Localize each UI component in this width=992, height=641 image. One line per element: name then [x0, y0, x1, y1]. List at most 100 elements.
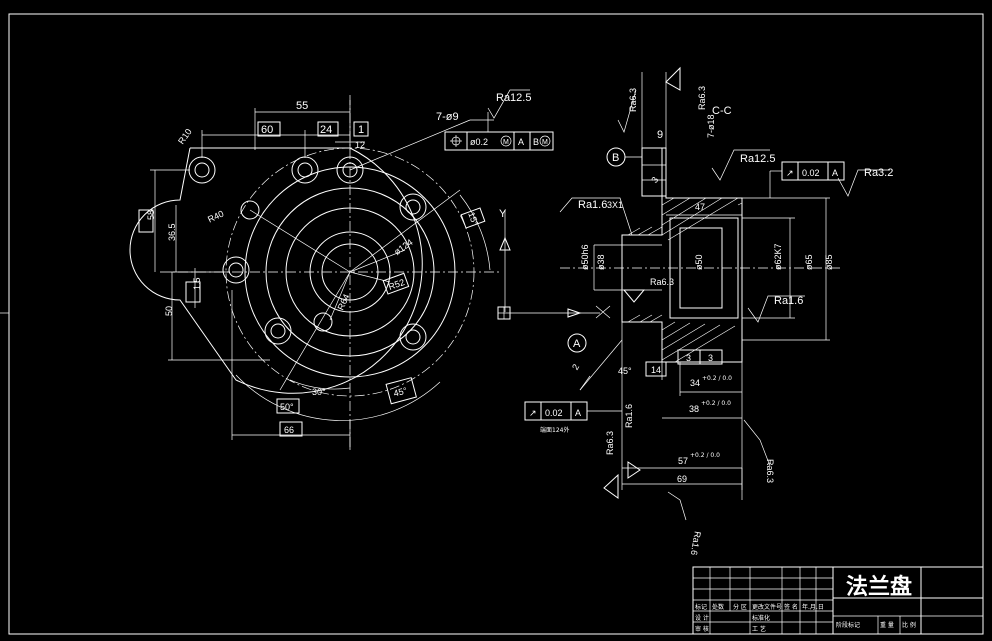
section-fcf-top: ↗ 0.02 A: [769, 161, 845, 198]
dim-phi50: ø50: [694, 254, 704, 270]
dim-chamfer-3x1: 3X1: [607, 200, 623, 210]
svg-text:A: A: [518, 137, 524, 147]
dim-55: 55: [296, 100, 308, 112]
roughness-ra63-bottom-left: Ra6.3: [605, 431, 615, 455]
svg-text:A: A: [575, 408, 581, 418]
svg-text:处数: 处数: [712, 603, 724, 611]
fcf-note: 端面124外: [540, 426, 569, 434]
roughness-ra16-bottom: Ra1.6: [624, 404, 634, 428]
svg-text:重 量: 重 量: [880, 621, 894, 629]
dim-r52: R52: [387, 277, 406, 292]
section-fcf-bottom: ↗ 0.02 A 端面124外: [524, 401, 622, 434]
dim-r10: R10: [176, 127, 194, 146]
roughness-ra63-bore: Ra6.3: [650, 277, 674, 287]
dim-60: 60: [261, 124, 273, 136]
roughness-symbol: [487, 89, 530, 119]
dim-36-5: 36.5: [167, 223, 177, 241]
dim-50: 50: [164, 306, 174, 316]
section-view: Y A B C-C Ra6.3 Ra6.3 Ra12.5 Ra3.2 Ra1.6…: [497, 66, 893, 556]
section-label: C-C: [712, 105, 732, 117]
dim-phi50h6: ø50h6: [580, 244, 590, 270]
svg-text:M: M: [503, 139, 509, 146]
dim-38: 38: [689, 404, 699, 414]
svg-text:设 计: 设 计: [695, 614, 709, 622]
dim-3-flange: 3: [649, 175, 660, 185]
dim-58: 58: [146, 210, 156, 220]
roughness-ra63-top-left: Ra6.3: [628, 88, 638, 112]
roughness-ra16-chamfer: Ra1.6: [578, 199, 607, 211]
svg-text:审 核: 审 核: [695, 625, 709, 633]
dim-66: 66: [284, 425, 294, 435]
front-view: 55 60 24 1 12 R10 R40 58 36.5 1.5 50 ø12…: [129, 89, 554, 450]
dim-phi65: ø65: [804, 254, 814, 270]
svg-text:↗: ↗: [529, 408, 537, 418]
front-fcf: ø0.2 M A B M: [444, 131, 554, 151]
dim-14: 14: [651, 365, 661, 375]
dim-1: 1: [358, 124, 364, 136]
dim-47: 47: [695, 202, 705, 212]
roughness-ra63-top-right: Ra6.3: [697, 86, 707, 110]
svg-text:A: A: [832, 168, 838, 178]
roughness-ra16-bore: Ra1.6: [774, 295, 803, 307]
dim-phi85: ø85: [824, 254, 834, 270]
dim-57-tol: +0.2 / 0.0: [690, 452, 720, 459]
roughness-ra63-bottom-right: Ra6.3: [765, 459, 775, 483]
ring-4: [309, 231, 391, 313]
dim-angle-45-section: 45°: [618, 366, 632, 376]
dim-phi38: ø38: [596, 254, 606, 270]
dim-38-tol: +0.2 / 0.0: [701, 400, 731, 407]
section-outline: [621, 147, 743, 363]
view-arrow-label: Y: [499, 208, 507, 220]
datum-a-circle: [567, 333, 587, 353]
svg-text:更改文件号: 更改文件号: [752, 603, 782, 611]
dim-phi62k7: ø62K7: [773, 243, 783, 270]
svg-text:工 艺: 工 艺: [752, 625, 766, 633]
svg-text:签 名: 签 名: [784, 603, 798, 611]
holes-callout: 7-ø9: [436, 111, 459, 123]
flange-outline: [129, 147, 423, 394]
dim-24: 24: [320, 124, 332, 136]
svg-text:M: M: [542, 139, 548, 146]
title-block: 法兰盘 标记 处数 分 区 更改文件号 签 名 年.月.日 设 计 标准化 审 …: [692, 566, 984, 635]
dim-12: 12: [355, 140, 365, 150]
roughness-ra12-5-front: Ra12.5: [496, 92, 531, 104]
roughness-ra32: Ra3.2: [864, 167, 893, 179]
dim-r40: R40: [206, 209, 225, 225]
ring-2: [265, 187, 435, 357]
svg-text:↗: ↗: [786, 168, 794, 178]
ring-3: [285, 207, 415, 337]
dim-69: 69: [677, 474, 687, 484]
roughness-ra16-lowest: Ra1.6: [689, 531, 703, 556]
dim-1-5: 1.5: [192, 277, 202, 290]
dim-3-left: 3: [686, 353, 691, 363]
svg-text:0.02: 0.02: [802, 168, 820, 178]
dim-34: 34: [690, 378, 700, 388]
dim-3-right: 3: [708, 353, 713, 363]
svg-text:年.月.日: 年.月.日: [802, 603, 824, 611]
dim-angle-45: 45°: [392, 385, 408, 398]
svg-text:标准化: 标准化: [752, 614, 770, 622]
dim-angle-30: 30°: [312, 387, 326, 397]
svg-text:B: B: [533, 137, 539, 147]
dim-57: 57: [678, 456, 688, 466]
section-hatching: [627, 197, 743, 363]
svg-text:阶段标记: 阶段标记: [836, 621, 860, 629]
datum-a-label: A: [573, 338, 581, 350]
svg-text:分 区: 分 区: [733, 603, 747, 611]
dim-angle-50: 50°: [280, 402, 294, 412]
dim-34-tol: +0.2 / 0.0: [702, 375, 732, 382]
ring-5: [321, 243, 379, 301]
ring-1: [244, 166, 456, 378]
dim-angle-15: 15°: [466, 211, 480, 228]
dim-7-phi18: 7-ø18: [706, 114, 716, 138]
dim-r64: R64: [335, 292, 351, 311]
svg-text:比 例: 比 例: [902, 621, 916, 629]
dim-9: 9: [657, 129, 663, 141]
roughness-ra12-5-section: Ra12.5: [740, 153, 775, 165]
svg-text:0.02: 0.02: [545, 408, 563, 418]
svg-text:标记: 标记: [695, 603, 707, 611]
part-name: 法兰盘: [846, 574, 912, 600]
datum-b-label: B: [612, 152, 619, 164]
drawing-frame: [8, 13, 984, 635]
